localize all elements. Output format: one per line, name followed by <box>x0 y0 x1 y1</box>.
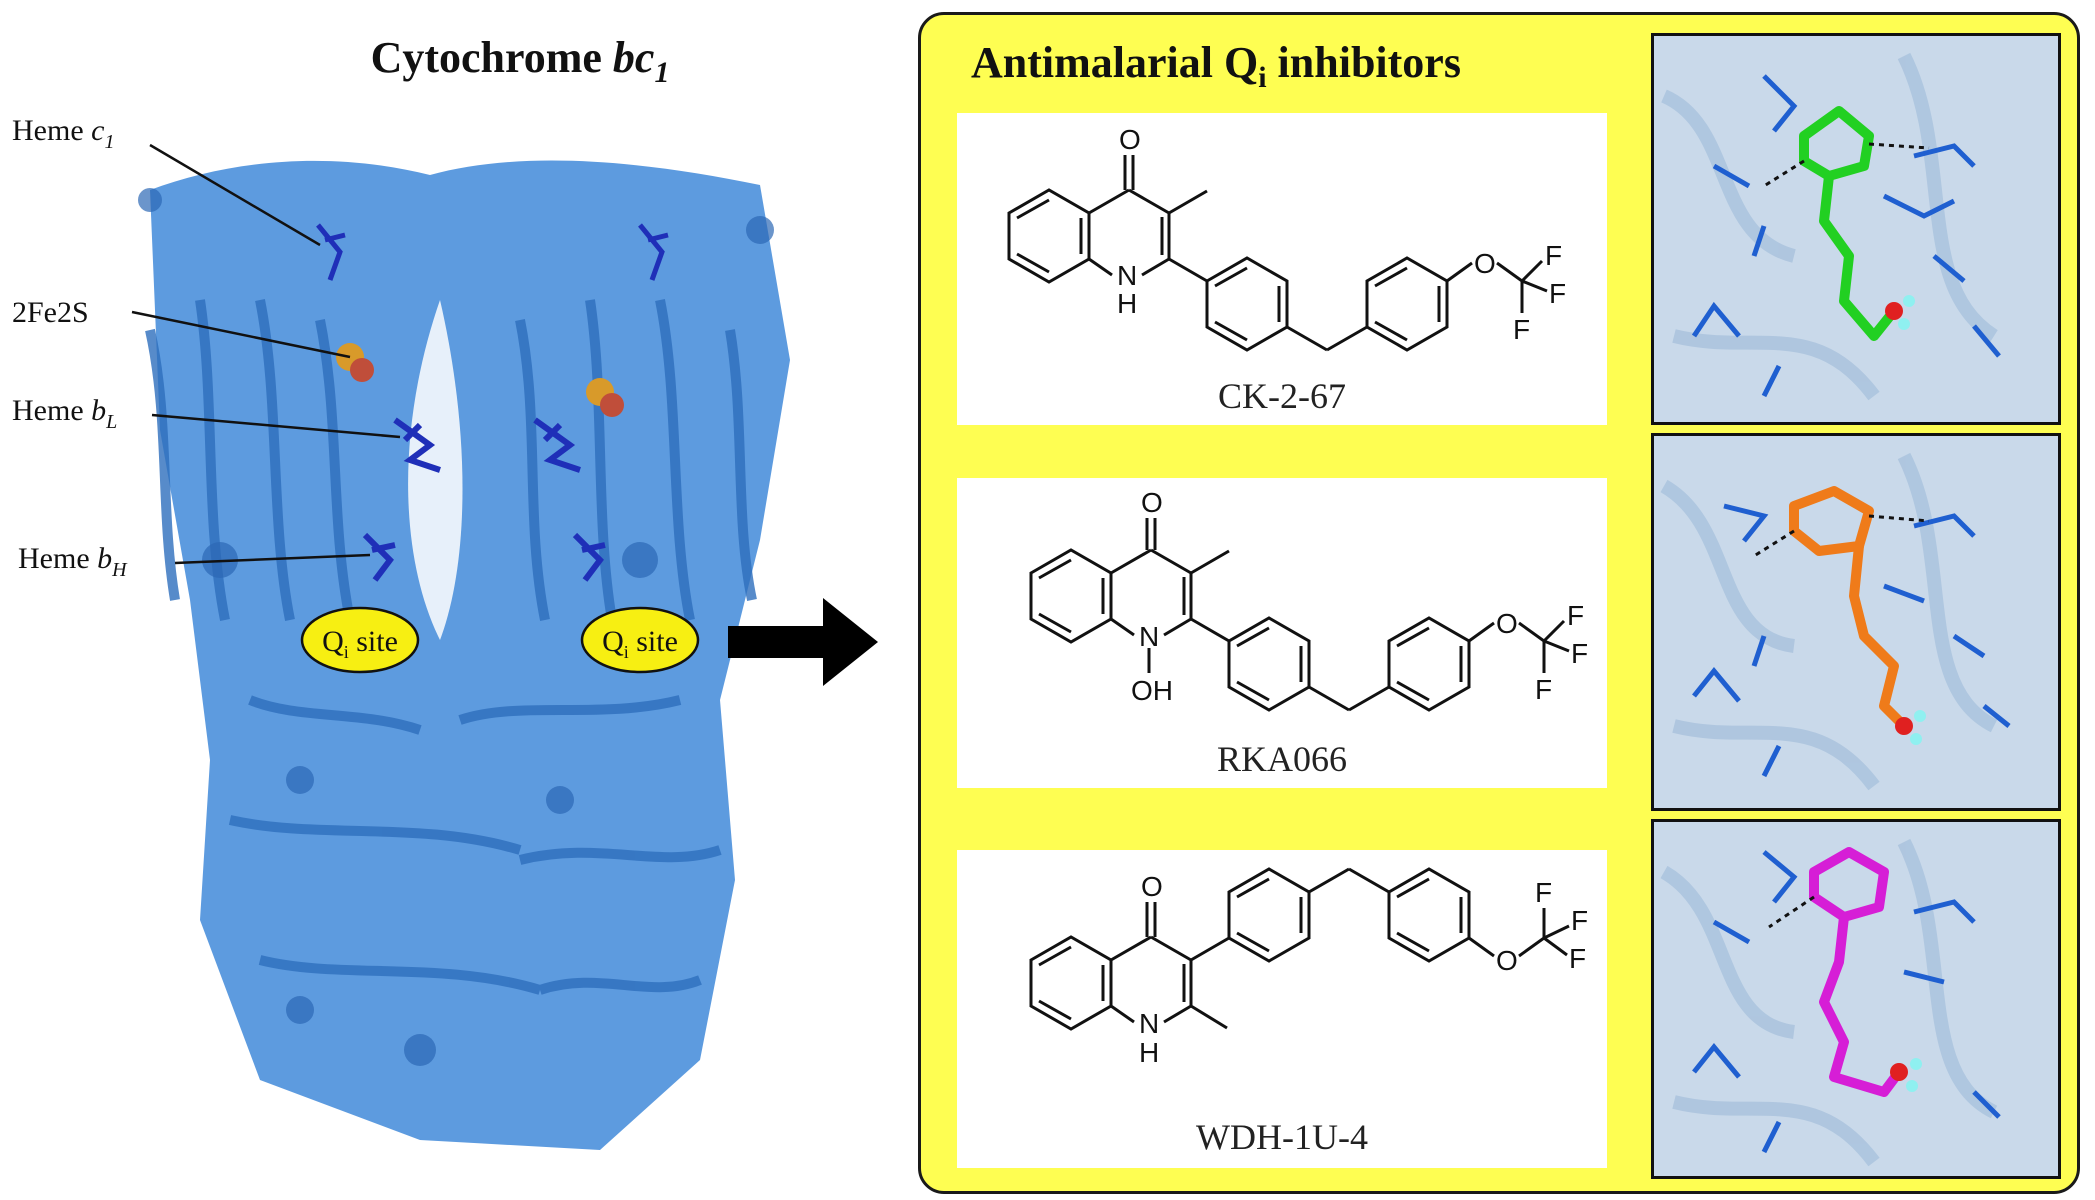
docking-pose-rka066 <box>1651 433 2061 811</box>
qi-site-left: Qi site <box>300 606 420 674</box>
label-heme-bh: Heme bH <box>18 542 128 581</box>
heme-bl-left <box>393 417 441 473</box>
right-arrow-icon <box>728 598 878 686</box>
svg-text:F: F <box>1571 638 1588 669</box>
svg-text:O: O <box>1141 487 1163 518</box>
label-heme-bl: Heme bL <box>12 394 117 433</box>
heme-c1-left <box>316 223 346 281</box>
chemical-structure-rka066: O N OH O F F F <box>1029 487 1588 712</box>
docking-pose-wdh-1u-4 <box>1651 819 2061 1179</box>
svg-text:F: F <box>1569 943 1586 974</box>
heme-bh-right <box>572 532 606 582</box>
svg-text:N: N <box>1139 621 1159 652</box>
heme-c1-right <box>638 223 669 281</box>
compound-name-1: CK-2-67 <box>1218 376 1346 416</box>
iron-sulfur-cluster-right <box>586 378 624 417</box>
compound-name-2: RKA066 <box>1216 739 1347 779</box>
svg-text:F: F <box>1567 600 1584 631</box>
svg-text:Qi site: Qi site <box>602 625 678 662</box>
svg-text:F: F <box>1545 240 1562 271</box>
svg-text:N: N <box>1139 1008 1159 1039</box>
qi-site-right: Qi site <box>580 606 700 674</box>
label-heme-c1: Heme c1 <box>12 114 114 153</box>
docking-pose-ck-2-67 <box>1651 33 2061 425</box>
chemical-structure-ck-2-67: O N H O F F F <box>1007 124 1566 352</box>
svg-text:O: O <box>1496 608 1518 639</box>
inhibitors-panel: Antimalarial Qi inhibitors <box>918 12 2080 1194</box>
svg-text:O: O <box>1141 871 1163 902</box>
structure-box-wdh-1u-4: O N H O F F F WDH-1U-4 <box>957 850 1607 1168</box>
heme-bh-left <box>362 532 396 582</box>
svg-text:N: N <box>1117 260 1137 291</box>
svg-text:O: O <box>1119 124 1141 155</box>
svg-text:F: F <box>1535 674 1552 705</box>
svg-text:H: H <box>1117 288 1137 319</box>
svg-text:F: F <box>1549 278 1566 309</box>
svg-text:F: F <box>1535 877 1552 908</box>
structure-box-ck-2-67: O N H O F F F CK-2-67 <box>957 113 1607 425</box>
svg-text:OH: OH <box>1131 675 1173 706</box>
chemical-structure-wdh-1u-4: O N H O F F F <box>1029 867 1588 1068</box>
svg-text:O: O <box>1474 248 1496 279</box>
label-2fe2s: 2Fe2S <box>12 296 89 329</box>
heme-bl-right <box>533 417 581 473</box>
cytochrome-bc1-structure-figure: Cytochrome bc1 <box>12 33 790 1150</box>
compound-name-3: WDH-1U-4 <box>1196 1117 1368 1157</box>
svg-text:F: F <box>1513 314 1530 345</box>
svg-text:F: F <box>1571 905 1588 936</box>
svg-text:Qi site: Qi site <box>322 625 398 662</box>
structure-box-rka066: O N OH O F F F RKA066 <box>957 478 1607 788</box>
protein-ribbon-structure <box>138 160 790 1150</box>
panel-title: Antimalarial Qi inhibitors <box>971 38 1461 94</box>
svg-text:H: H <box>1139 1037 1159 1068</box>
svg-text:O: O <box>1496 945 1518 976</box>
figure-title: Cytochrome bc1 <box>371 33 670 89</box>
